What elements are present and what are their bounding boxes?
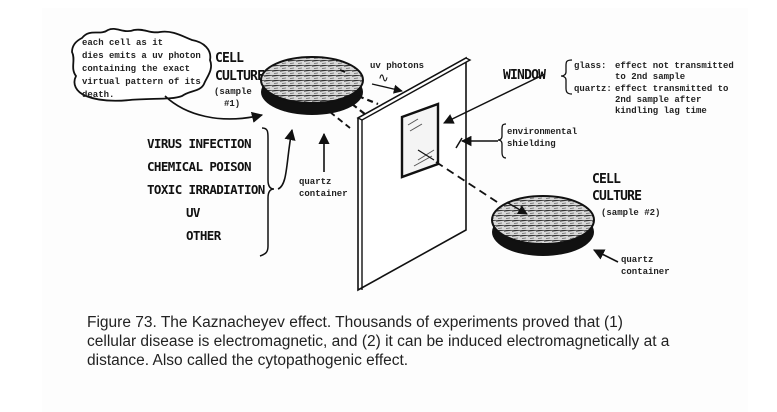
causes-arrow	[277, 128, 296, 190]
quartz-container-1-label: quartz container	[299, 132, 348, 199]
speech-bubble-outline	[71, 27, 212, 102]
quartz-label: container	[299, 189, 348, 199]
bubble-text-line: containing the exact	[82, 64, 190, 74]
uv-photons-label: uv photons	[370, 61, 424, 71]
sample2-sub: (sample #2)	[601, 208, 660, 218]
quartz-container-2-label: quartz container	[592, 249, 670, 277]
quartz-note-material: quartz:	[574, 84, 612, 94]
cell-culture-dish-2	[491, 195, 595, 256]
caption-line: Figure 73. The Kaznacheyev effect. Thous…	[87, 314, 623, 331]
quartz-note-line: 2nd sample after	[615, 95, 701, 105]
window-label-group: WINDOW glass: effect not transmitted to …	[443, 59, 734, 124]
figure-caption: Figure 73. The Kaznacheyev effect. Thous…	[87, 313, 727, 370]
bubble-text-line: death.	[82, 90, 114, 100]
quartz-label: container	[621, 267, 670, 277]
cause-item: VIRUS INFECTION	[147, 136, 251, 151]
quartz-label: quartz	[621, 255, 653, 265]
cell-culture-dish-1	[260, 56, 364, 115]
sample1-sub: (sample	[214, 87, 252, 97]
bubble-tail-arrow	[164, 95, 264, 123]
uv-photons: uv photons ∿	[329, 61, 424, 129]
causes-list: VIRUS INFECTION CHEMICAL POISON TOXIC IR…	[147, 127, 296, 257]
bubble-text-line: dies emits a uv photon	[82, 51, 201, 61]
shielding-label: shielding	[507, 139, 556, 149]
sample1-label: CELL CULTURE (sample #1)	[214, 51, 265, 109]
cause-item: TOXIC IRRADIATION	[147, 182, 265, 197]
caption-line: distance. Also called the cytopathogenic…	[87, 352, 409, 369]
speech-bubble: each cell as it dies emits a uv photon c…	[71, 27, 264, 123]
bubble-text-line: each cell as it	[82, 38, 163, 48]
glass-note-material: glass:	[574, 61, 606, 71]
quartz-note-line: effect transmitted to	[615, 84, 728, 94]
window	[339, 69, 501, 205]
sample1-sub: #1)	[224, 99, 240, 109]
sample1-title: CELL	[215, 51, 244, 66]
photon-wave-icon: ∿	[378, 71, 389, 86]
sample2-label: CELL CULTURE (sample #2)	[592, 172, 660, 218]
sample1-title: CULTURE	[215, 69, 264, 84]
cause-item: OTHER	[186, 228, 222, 243]
cause-item: CHEMICAL POISON	[147, 159, 251, 174]
bubble-text-line: virtual pattern of its	[82, 77, 201, 87]
causes-brace	[259, 127, 275, 257]
glass-note-line: to 2nd sample	[615, 72, 685, 82]
quartz-note-line: kindling lag time	[615, 106, 707, 116]
sample2-title: CULTURE	[592, 189, 641, 204]
glass-note-line: effect not transmitted	[615, 61, 734, 71]
shielding-label: environmental	[507, 127, 578, 137]
sample2-title: CELL	[592, 172, 621, 187]
caption-line: cellular disease is electromagnetic, and…	[87, 333, 670, 350]
quartz-label: quartz	[299, 177, 331, 187]
window-label: WINDOW	[503, 68, 546, 83]
cause-item: UV	[186, 205, 201, 220]
shielding-label-group: environmental shielding	[455, 123, 578, 159]
